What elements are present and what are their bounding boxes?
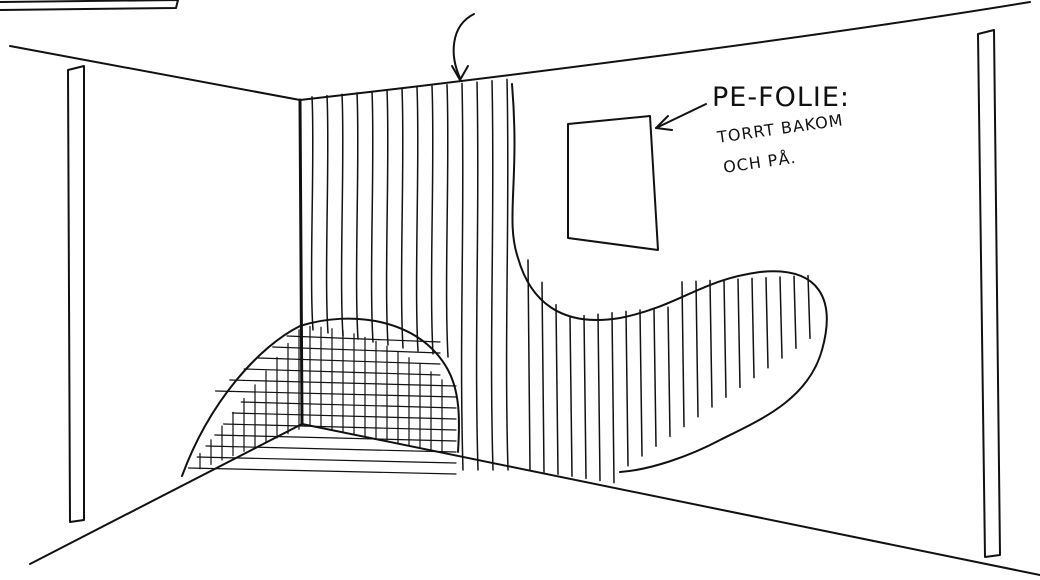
stripe-line (807, 274, 811, 340)
pointer-arrow-head (655, 115, 673, 131)
hatch-line (196, 456, 457, 464)
ceiling-back-edge (299, 1, 1031, 101)
wall-corner-line (298, 98, 304, 426)
stripe-line (400, 88, 404, 349)
stripe-line (430, 85, 434, 355)
floor-back-edge (301, 423, 1040, 576)
label-pe-folie: PE-FOLIE: (712, 82, 851, 113)
stripe-line (709, 279, 713, 408)
stripe-line (583, 314, 587, 480)
hatch-line (257, 357, 441, 365)
moisture-stain-outline (511, 83, 828, 473)
stripe-line (555, 304, 559, 475)
stripe-line (505, 78, 509, 471)
hatch-line (229, 379, 457, 387)
stripe-line (737, 278, 741, 389)
ceiling-left-edge (9, 45, 301, 101)
hatch-line (243, 368, 441, 376)
stripe-line (765, 276, 769, 369)
stripe-line (541, 281, 545, 473)
stripe-line (460, 82, 464, 471)
stripe-line (325, 94, 329, 334)
hatch-line (231, 412, 457, 420)
hatch-line (223, 423, 457, 431)
stripe-line (340, 93, 344, 337)
damp-area-hatching (187, 325, 457, 475)
hatch-line (214, 434, 457, 442)
stripe-line (639, 309, 643, 457)
moisture-stripes (310, 78, 811, 484)
stripe-line (355, 92, 359, 340)
stripe-line (475, 81, 479, 471)
curved-arrow (452, 13, 475, 79)
pointer-arrow (655, 103, 707, 129)
stripe-line (310, 96, 314, 331)
hatch-line (187, 467, 457, 475)
left-pillar (67, 65, 85, 523)
stripe-line (385, 89, 389, 346)
stripe-line (415, 86, 419, 352)
hatch-line (286, 335, 441, 343)
stripe-line (611, 312, 615, 484)
hatch-line (272, 346, 441, 354)
hatch-line (214, 390, 457, 398)
stripe-line (370, 90, 374, 343)
stripe-line (597, 313, 601, 482)
damp-area-outline (181, 317, 460, 477)
stripe-line (793, 275, 797, 349)
stripe-line (667, 306, 671, 438)
stripe-line (445, 84, 449, 358)
stripe-line (751, 277, 755, 379)
stripe-line (695, 280, 699, 418)
stripe-line (569, 316, 573, 478)
right-pillar (977, 29, 1001, 558)
pe-foil-sheet (567, 115, 659, 251)
stripe-line (625, 310, 629, 467)
stripe-line (681, 281, 685, 428)
hatch-line (205, 445, 457, 453)
hatch-line (240, 401, 457, 409)
stripe-line (723, 279, 727, 398)
stripe-line (653, 307, 657, 447)
stripe-line (779, 276, 783, 359)
top-left-box (0, 0, 179, 11)
stripe-line (527, 259, 531, 471)
curved-arrow-head (451, 65, 469, 81)
stripe-line (490, 79, 494, 471)
